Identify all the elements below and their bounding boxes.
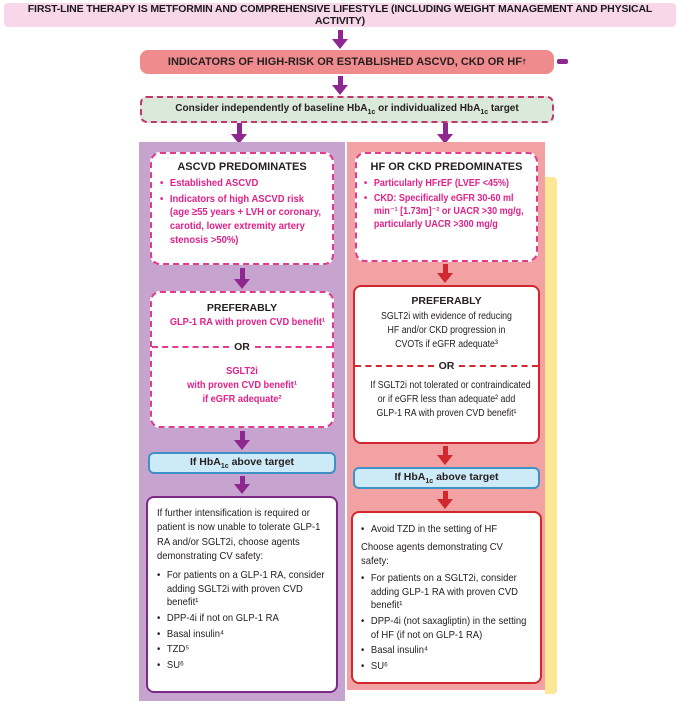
- bullet-item: Avoid TZD in the setting of HF: [361, 523, 532, 537]
- bullet-item: CKD: Specifically eGFR 30-60 ml min⁻¹ [1…: [364, 192, 529, 231]
- bullet-item: SU⁶: [361, 660, 532, 674]
- bullet-item: Basal insulin⁴: [157, 628, 327, 642]
- consider-text: Consider independently of baseline HbA1c…: [175, 103, 519, 116]
- preferably-box-hf-ckd: PREFERABLY SGLT2i with evidence of reduc…: [353, 285, 540, 444]
- preferably-box-ascvd: PREFERABLY GLP-1 RA with proven CVD bene…: [150, 291, 334, 428]
- hba1c-text: If HbA1c above target: [189, 456, 295, 470]
- cv-safety-box: Avoid TZD in the setting of HF Choose ag…: [351, 511, 542, 684]
- consider-hba1c-box: Consider independently of baseline HbA1c…: [140, 96, 554, 123]
- bullet-item: DPP-4i if not on GLP-1 RA: [157, 612, 327, 626]
- bullet-item: For patients on a GLP-1 RA, consider add…: [157, 569, 327, 610]
- preferably-title: PREFERABLY: [411, 295, 482, 307]
- bullet-item: Basal insulin⁴: [361, 644, 532, 658]
- bullet-item: DPP-4i (not saxagliptin) in the setting …: [361, 615, 532, 642]
- down-arrow-icon: [332, 30, 348, 49]
- down-arrow-icon: [437, 491, 453, 509]
- down-arrow-icon: [231, 123, 247, 144]
- banner-text: FIRST-LINE THERAPY IS METFORMIN AND COMP…: [27, 3, 653, 27]
- indicators-text: INDICATORS OF HIGH-RISK OR ESTABLISHED A…: [167, 56, 522, 68]
- ascvd-predominates-box: ASCVD PREDOMINATES Established ASCVD Ind…: [150, 152, 334, 265]
- option-glp1-fallback: If SGLT2i not tolerated or contraindicat…: [370, 379, 531, 419]
- hf-ckd-predominates-title: HF OR CKD PREDOMINATES: [370, 161, 523, 173]
- bullet-item: Indicators of high ASCVD risk (age ≥55 y…: [160, 193, 324, 248]
- hba1c-text: If HbA1c above target: [394, 471, 499, 485]
- bullet-item: SU⁶: [157, 659, 327, 673]
- down-arrow-icon: [437, 123, 453, 144]
- down-arrow-icon: [234, 268, 250, 289]
- yellow-strip: [545, 177, 557, 694]
- down-arrow-icon: [332, 76, 348, 95]
- connector-stub: [557, 59, 568, 64]
- down-arrow-icon: [437, 264, 453, 283]
- option-sglt2i-evidence: SGLT2i with evidence of reducing HF and/…: [381, 311, 512, 351]
- intensification-intro: If further intensification is required o…: [157, 507, 321, 563]
- bullet-item: Established ASCVD: [160, 177, 324, 191]
- option-sglt2i: SGLT2i with proven CVD benefit¹ if eGFR …: [187, 365, 297, 406]
- hf-ckd-bullet-list: Particularly HFrEF (LVEF <45%) CKD: Spec…: [364, 177, 529, 231]
- hba1c-above-target-box-right: If HbA1c above target: [353, 467, 540, 489]
- down-arrow-icon: [437, 446, 453, 465]
- cv-safety-content: Avoid TZD in the setting of HF Choose ag…: [361, 523, 532, 674]
- or-divider: OR: [152, 341, 332, 353]
- ascvd-predominates-title: ASCVD PREDOMINATES: [177, 161, 307, 173]
- hba1c-above-target-box-left: If HbA1c above target: [148, 452, 336, 474]
- indicators-box: INDICATORS OF HIGH-RISK OR ESTABLISHED A…: [140, 50, 554, 74]
- down-arrow-icon: [234, 431, 250, 450]
- option-glp1: GLP-1 RA with proven CVD benefit¹: [169, 316, 326, 328]
- down-arrow-icon: [234, 476, 250, 494]
- first-line-therapy-banner: FIRST-LINE THERAPY IS METFORMIN AND COMP…: [4, 3, 676, 27]
- hf-ckd-predominates-box: HF OR CKD PREDOMINATES Particularly HFrE…: [355, 152, 538, 262]
- intensification-bullet-list: For patients on a GLP-1 RA, consider add…: [157, 569, 327, 672]
- ascvd-bullet-list: Established ASCVD Indicators of high ASC…: [160, 177, 324, 247]
- intensification-box: If further intensification is required o…: [146, 496, 338, 693]
- bullet-item: For patients on a SGLT2i, consider addin…: [361, 572, 532, 613]
- or-divider: OR: [355, 360, 538, 372]
- bullet-item: Particularly HFrEF (LVEF <45%): [364, 177, 529, 190]
- bullet-item: TZD⁵: [157, 643, 327, 657]
- choose-agents-line: Choose agents demonstrating CV safety:: [361, 540, 503, 568]
- preferably-title: PREFERABLY: [206, 302, 278, 314]
